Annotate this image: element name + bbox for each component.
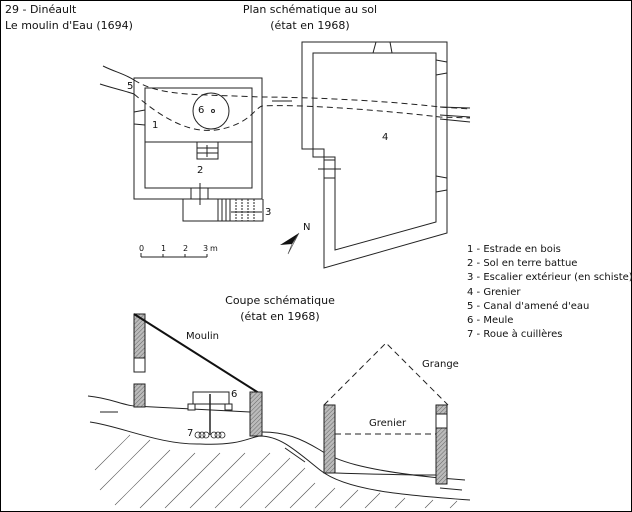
section-label-6: 6 [231,389,238,400]
scale-tick-2: 2 [183,244,189,253]
legend-item: 2 - Sol en terre battue [467,258,578,270]
legend-item: 1 - Estrade en bois [467,244,561,255]
plan-title: Plan schématique au sol [242,3,378,16]
legend-item: 5 - Canal d'amené d'eau [467,300,590,312]
section-label-7: 7 [187,428,194,439]
scale-tick-0: 0 [139,244,145,253]
plan-label-2: 2 [197,165,204,176]
mill-title: Le moulin d'Eau (1694) [5,19,133,32]
scale-unit: m [210,244,218,253]
legend-item: 7 - Roue à cuillères [467,329,563,341]
section-water-channel [87,395,466,491]
legend-item: 6 - Meule [467,315,514,327]
north-arrow-icon [280,232,300,255]
section-subtitle: (état en 1968) [240,310,320,323]
scale-tick-1: 1 [161,244,167,253]
legend: 1 - Estrade en bois 2 - Sol en terre bat… [467,243,632,342]
scale-bar [140,253,208,258]
section-title: Coupe schématique [225,294,335,307]
plan-label-6: 6 [198,105,205,116]
section-mill [133,313,263,439]
plan-subtitle: (état en 1968) [270,19,350,32]
legend-item: 4 - Grenier [467,286,521,298]
plan-barn-building [301,41,448,269]
plan-label-4: 4 [382,132,389,143]
plan-mill-building [133,77,264,222]
section-label-moulin: Moulin [186,331,219,342]
section-label-grange: Grange [422,359,459,370]
legend-item: 3 - Escalier extérieur (en schiste) [467,272,632,284]
plan-label-1: 1 [152,120,159,131]
section-barn [323,342,449,485]
plan-label-3: 3 [265,207,272,218]
site-name: 29 - Dinéault [5,3,77,16]
scale-tick-3: 3 [203,244,209,253]
north-label: N [303,222,311,233]
plan-label-5: 5 [127,81,134,92]
section-label-grenier: Grenier [369,418,407,429]
plan-water-canal [99,65,471,131]
section-ground [89,421,471,509]
